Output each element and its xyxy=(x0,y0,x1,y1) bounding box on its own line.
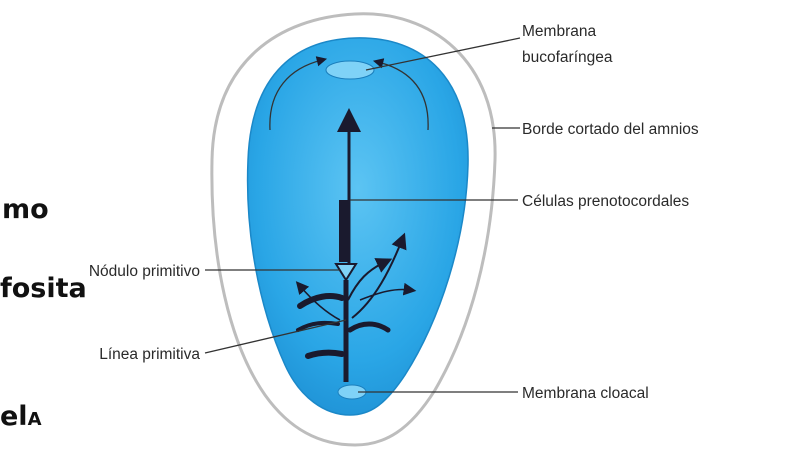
label-borde-cortado: Borde cortado del amnios xyxy=(522,121,699,138)
background-text-line1: mo xyxy=(2,194,49,225)
background-text-line3-main: el xyxy=(0,401,28,432)
prenotochordal-cells xyxy=(339,200,350,262)
label-membrana-line1: Membrana xyxy=(522,23,596,40)
label-membrana-cloacal: Membrana cloacal xyxy=(522,385,649,402)
label-membrana-line2: bucofaríngea xyxy=(522,49,613,66)
label-celulas-prenotocordales: Células prenotocordales xyxy=(522,193,689,210)
mesoderm-band-left-3 xyxy=(308,353,342,356)
background-text-line2: fosita xyxy=(0,273,87,304)
label-linea-primitiva: Línea primitiva xyxy=(99,346,200,363)
background-text-line3: elA xyxy=(0,401,42,432)
label-nodulo-primitivo: Nódulo primitivo xyxy=(89,263,200,280)
background-text-line3-suffix: A xyxy=(28,409,42,430)
